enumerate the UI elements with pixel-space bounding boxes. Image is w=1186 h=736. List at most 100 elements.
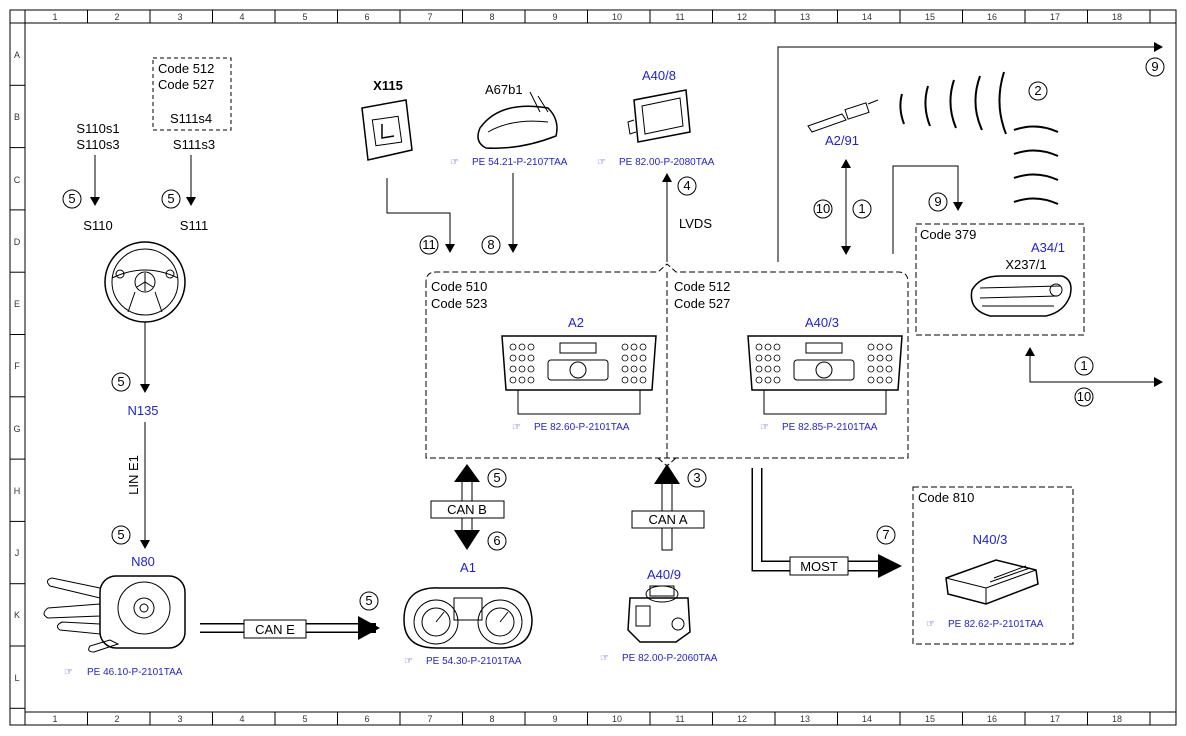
- radio-waves-icon: [899, 71, 1059, 205]
- callout-10: 10: [813, 199, 833, 219]
- col-label: 13: [800, 714, 810, 724]
- ref-a40-8-text[interactable]: PE 82.00-P-2080TAA: [619, 157, 715, 168]
- ref-a1[interactable]: ☞ PE 54.30-P-2101TAA: [404, 656, 522, 667]
- callout-1: 1: [1074, 356, 1094, 376]
- ref-n40-3-text[interactable]: PE 82.62-P-2101TAA: [948, 619, 1044, 630]
- label-s110: S110: [83, 218, 112, 233]
- col-label: 16: [987, 714, 997, 724]
- svg-text:4: 4: [683, 178, 690, 193]
- tuner-module-icon: [970, 275, 1072, 317]
- ref-a67b1[interactable]: ☞ PE 54.21-P-2107TAA: [450, 157, 568, 168]
- label-a40-9: A40/9: [647, 567, 681, 582]
- svg-text:5: 5: [68, 191, 75, 206]
- ref-a40-3[interactable]: ☞ PE 82.85-P-2101TAA: [760, 422, 878, 433]
- callout-2: 2: [1028, 81, 1048, 101]
- amplifier-icon: [945, 559, 1039, 605]
- can-b-arrow-down: [454, 530, 480, 550]
- label-a67b1: A67b1: [485, 82, 523, 97]
- label-x237-1: X237/1: [1005, 257, 1046, 272]
- row-label: K: [14, 610, 20, 620]
- column-labels-top: 1 2 3 4 5 6 7 8 9 10 11 12 13 14 15 16 1…: [52, 12, 1122, 22]
- callout-1: 1: [852, 199, 872, 219]
- ref-n40-3[interactable]: ☞ PE 82.62-P-2101TAA: [926, 619, 1044, 630]
- col-label: 7: [427, 12, 432, 22]
- row-label: H: [14, 486, 21, 496]
- lin-e1-label: LIN E1: [126, 455, 141, 495]
- code-379-label: Code 379: [920, 227, 976, 242]
- col-label: 9: [552, 12, 557, 22]
- callout-8: 8: [481, 235, 501, 255]
- ref-a40-9-text[interactable]: PE 82.00-P-2060TAA: [622, 653, 718, 664]
- ref-a1-text[interactable]: PE 54.30-P-2101TAA: [426, 656, 522, 667]
- ref-a2[interactable]: ☞ PE 82.60-P-2101TAA: [512, 422, 630, 433]
- svg-text:10: 10: [1077, 389, 1091, 404]
- ref-a2-text[interactable]: PE 82.60-P-2101TAA: [534, 422, 630, 433]
- callout-5: 5: [487, 468, 507, 488]
- radio-unit-icon: [501, 335, 657, 415]
- label-s111: S111: [180, 218, 208, 233]
- code-379-box: [915, 223, 1085, 336]
- col-label: 3: [177, 714, 182, 724]
- label-a1: A1: [460, 560, 476, 575]
- col-label: 14: [862, 714, 872, 724]
- book-icon: ☞: [404, 656, 413, 667]
- row-labels: A B C D E F G H J K L: [13, 50, 20, 683]
- col-label: 4: [239, 714, 244, 724]
- most-box: [789, 556, 849, 576]
- row-label: G: [13, 424, 20, 434]
- label-a40-3: A40/3: [805, 315, 839, 330]
- code-810-label: Code 810: [918, 490, 974, 505]
- antenna-icon: [807, 99, 879, 133]
- arrow-to-a34-1: [892, 165, 963, 254]
- ref-n80[interactable]: ☞ PE 46.10-P-2101TAA: [64, 667, 183, 678]
- head-unit-group-box: [425, 263, 909, 459]
- svg-text:5: 5: [117, 374, 124, 389]
- column-labels-bottom: 1 2 3 4 5 6 7 8 9 10 11 12 13 14 15 16 1…: [52, 714, 1122, 724]
- col-label: 7: [427, 714, 432, 724]
- row-label: C: [14, 175, 21, 185]
- col-label: 8: [489, 12, 494, 22]
- ref-n80-text[interactable]: PE 46.10-P-2101TAA: [87, 667, 183, 678]
- row-label: J: [15, 548, 20, 558]
- code-512-label: Code 512: [674, 279, 730, 294]
- svg-text:10: 10: [816, 201, 830, 216]
- col-label: 6: [364, 12, 369, 22]
- label-s110s3: S110s3: [76, 137, 119, 152]
- ref-a40-9[interactable]: ☞ PE 82.00-P-2060TAA: [600, 653, 718, 664]
- callout-5: 5: [111, 372, 131, 392]
- row-label: D: [14, 237, 21, 247]
- callout-3: 3: [687, 468, 707, 488]
- book-icon: ☞: [450, 157, 459, 168]
- book-icon: ☞: [597, 157, 606, 168]
- label-n80: N80: [131, 554, 155, 569]
- callout-10: 10: [1074, 387, 1094, 407]
- arrow-to-9-top: [777, 42, 1163, 262]
- row-label: F: [14, 361, 20, 371]
- label-s111s4: S111s4: [170, 111, 212, 126]
- steering-column-module-icon: [43, 575, 186, 653]
- callout-5: 5: [111, 525, 131, 545]
- col-label: 12: [737, 714, 747, 724]
- svg-text:5: 5: [493, 470, 500, 485]
- ref-a40-8[interactable]: ☞ PE 82.00-P-2080TAA: [597, 157, 715, 168]
- col-label: 10: [612, 12, 622, 22]
- can-e-label: CAN E: [255, 622, 295, 637]
- callout-9: 9: [1145, 57, 1165, 77]
- book-icon: ☞: [600, 653, 609, 664]
- can-b-arrow-up: [454, 464, 480, 482]
- svg-text:5: 5: [167, 191, 174, 206]
- label-a34-1: A34/1: [1031, 240, 1065, 255]
- col-label: 8: [489, 714, 494, 724]
- col-label: 6: [364, 714, 369, 724]
- switch-labels: S110s1 S110s3 S111s3: [76, 121, 215, 152]
- col-label: 5: [302, 12, 307, 22]
- callout-5: 5: [62, 189, 82, 209]
- ref-a67b1-text[interactable]: PE 54.21-P-2107TAA: [472, 157, 568, 168]
- ref-a40-3-text[interactable]: PE 82.85-P-2101TAA: [782, 422, 878, 433]
- book-icon: ☞: [926, 619, 935, 630]
- rear-view-mirror-camera-icon: [477, 91, 558, 149]
- arrow-to-a34-1-bottom: [1025, 347, 1162, 383]
- svg-text:9: 9: [934, 194, 941, 209]
- svg-text:11: 11: [422, 237, 436, 252]
